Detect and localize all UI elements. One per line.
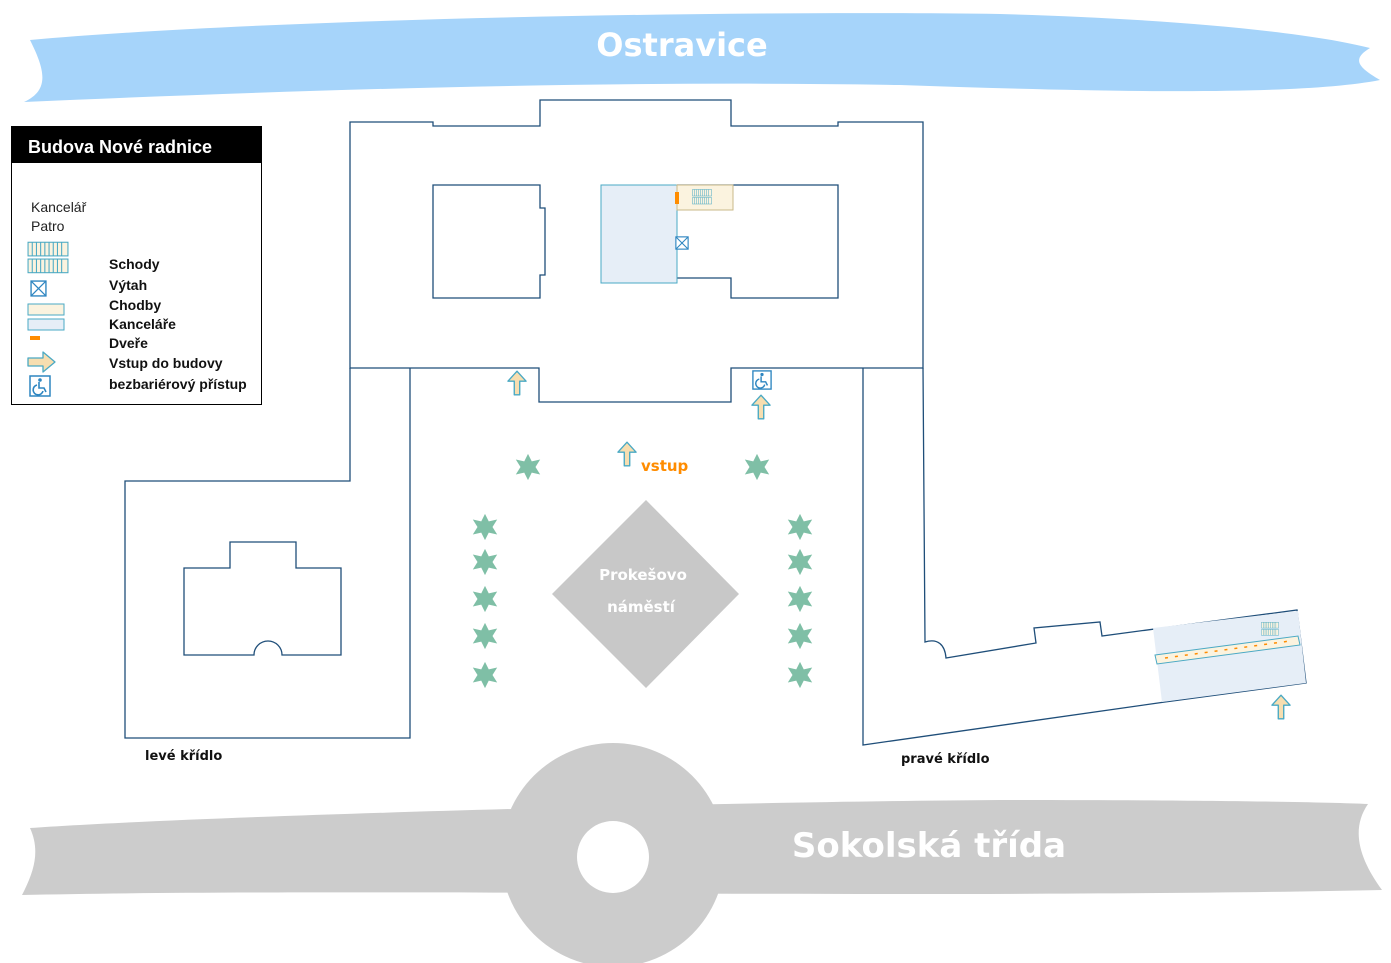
tree-icon — [472, 661, 498, 689]
tree-icon — [787, 585, 813, 613]
legend-label-offices: Kanceláře — [109, 316, 176, 332]
tree-icon — [787, 622, 813, 650]
legend: Budova Nové radnice Kancelář Patro Schod… — [11, 126, 262, 405]
office-area — [600, 184, 678, 284]
right-wing-label: pravé křídlo — [901, 752, 990, 767]
entrance-arrow-icon — [751, 394, 771, 420]
left-wing-court — [183, 541, 342, 656]
square-name-line2: náměstí — [607, 598, 676, 616]
legend-label-corridors: Chodby — [109, 297, 162, 313]
tree-icon — [472, 513, 498, 541]
entrance-label: vstup — [641, 457, 689, 475]
tree-icon — [472, 548, 498, 576]
legend-office-label: Kancelář — [31, 199, 87, 215]
wheelchair-icon — [752, 370, 772, 390]
tree-icon — [744, 453, 770, 481]
left-wing-label: levé křídlo — [145, 749, 222, 764]
entrance-arrow-icon — [617, 441, 637, 467]
square-name-line1: Prokešovo — [599, 566, 687, 584]
door-icon — [30, 336, 40, 340]
square-shape — [552, 500, 739, 688]
legend-title: Budova Nové radnice — [12, 127, 261, 163]
tree-icon — [515, 453, 541, 481]
tree-icon — [787, 548, 813, 576]
legend-label-accessible: bezbariérový přístup — [109, 376, 247, 392]
door-icon — [675, 192, 679, 204]
office-swatch — [27, 318, 65, 331]
legend-label-entrance: Vstup do budovy — [109, 355, 223, 371]
elevator-icon — [30, 280, 47, 297]
tree-icon — [472, 585, 498, 613]
tree-icon — [787, 661, 813, 689]
right-wing-door — [1164, 640, 1291, 659]
tree-icon — [472, 622, 498, 650]
left-wing-wall — [124, 368, 411, 739]
wheelchair-icon — [29, 375, 51, 397]
legend-floor-label: Patro — [31, 218, 65, 234]
legend-label-stairs: Schody — [109, 256, 160, 272]
right-wing-corridor — [1154, 635, 1301, 665]
inner-court-right — [677, 184, 839, 299]
elevator-icon — [675, 236, 689, 250]
legend-label-doors: Dveře — [109, 335, 148, 351]
corridor-swatch — [27, 303, 65, 316]
stairs-icon — [27, 241, 69, 274]
river-name: Ostravice — [596, 26, 767, 64]
entrance-arrow-icon — [1271, 694, 1291, 720]
tree-icon — [787, 513, 813, 541]
entrance-arrow-icon — [27, 351, 56, 373]
main-building-wall — [349, 99, 924, 403]
legend-label-elevator: Výtah — [109, 277, 148, 293]
entrance-arrow-icon — [507, 370, 527, 396]
river — [24, 13, 1380, 103]
street — [22, 743, 1382, 963]
street-name: Sokolská třída — [792, 826, 1066, 866]
inner-court-left — [432, 184, 546, 299]
